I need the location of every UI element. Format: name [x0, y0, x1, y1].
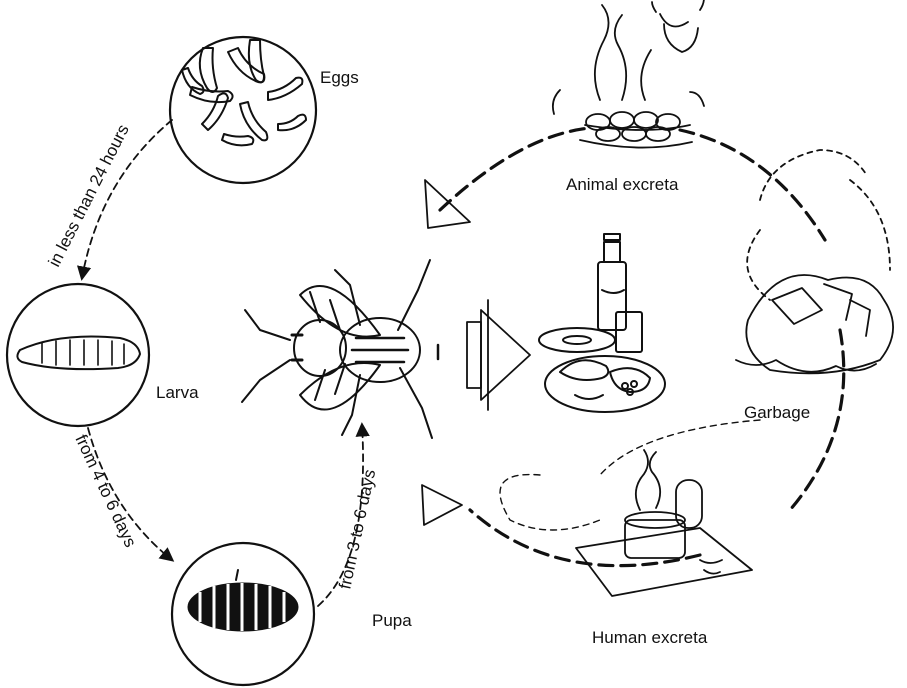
- larva-label: Larva: [156, 383, 199, 402]
- garbage-icon: [736, 150, 893, 373]
- eggs-label: Eggs: [320, 68, 359, 87]
- animal-excreta-label: Animal excreta: [566, 175, 679, 194]
- fly-to-food-arrow: [467, 300, 530, 410]
- human-excreta-label: Human excreta: [592, 628, 708, 647]
- larva-icon: [17, 337, 140, 370]
- larva-stage: Larva: [7, 284, 199, 426]
- animal-excreta-icon: [553, 0, 704, 148]
- eggs-stage: Eggs: [170, 37, 359, 183]
- food-icon: [539, 234, 665, 412]
- pupa-to-fly-duration: from 3 to 6 days: [335, 468, 379, 591]
- garbage-label: Garbage: [744, 403, 810, 422]
- human-excreta-fly-path: [500, 420, 760, 530]
- larva-to-pupa-duration: from 4 to 6 days: [71, 432, 140, 551]
- pupa-label: Pupa: [372, 611, 412, 630]
- eggs-to-larva-duration: in less than 24 hours: [45, 121, 133, 269]
- cycle-arrow-bottom: [422, 485, 462, 525]
- pupa-stage: Pupa: [172, 543, 412, 685]
- eggs-icon: [182, 40, 306, 145]
- fly-icon: [242, 260, 438, 438]
- pupa-icon: [188, 570, 298, 631]
